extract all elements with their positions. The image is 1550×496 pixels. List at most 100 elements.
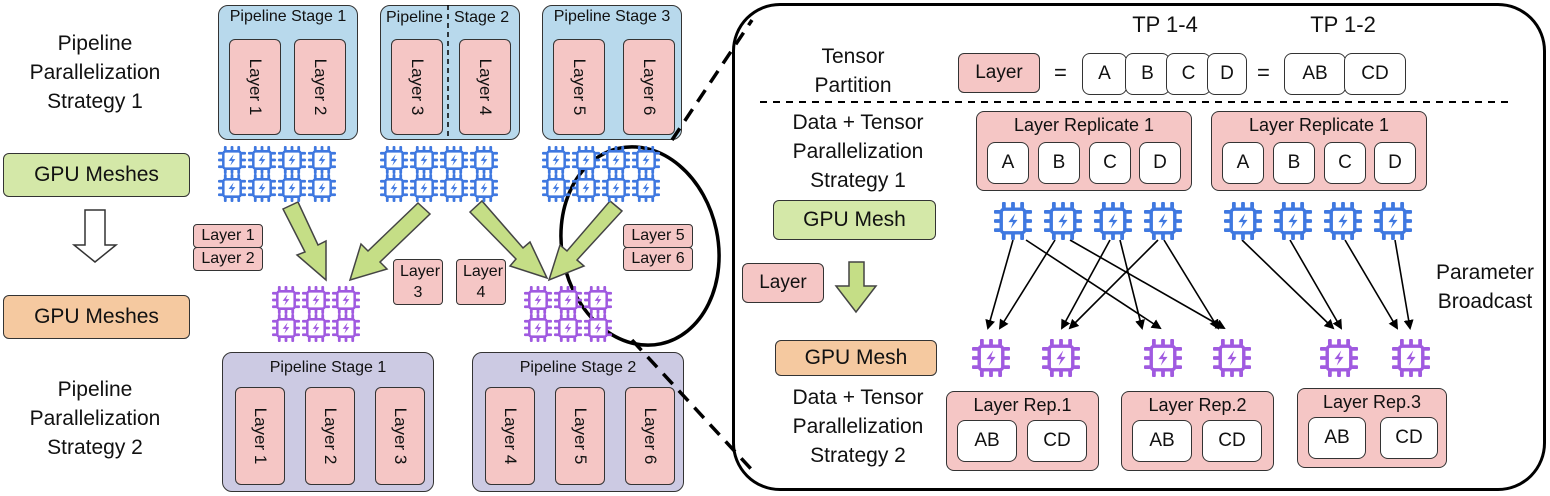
gpu-chip-icon bbox=[278, 146, 306, 174]
gpu-chip-icon bbox=[1094, 202, 1132, 240]
s2-layer-3: Layer 3 bbox=[375, 387, 425, 485]
rep21-ab: AB bbox=[957, 420, 1017, 462]
gpu-chip-icon bbox=[632, 174, 660, 202]
zoom-panel bbox=[732, 3, 1546, 491]
gpu-chip-icon bbox=[410, 174, 438, 202]
s1-stage-2-title-a: Pipeline bbox=[386, 9, 443, 26]
gpu-meshes-green-box: GPU Meshes bbox=[3, 153, 190, 197]
replicate-1b-title: Layer Replicate 1 bbox=[1248, 115, 1390, 135]
transfer-layer-6: Layer 6 bbox=[623, 247, 693, 271]
transfer-layer-3-text: Layer 3 bbox=[400, 263, 441, 301]
gpu-chip-icon bbox=[440, 174, 468, 202]
gpu-chip-icon bbox=[972, 339, 1010, 377]
replicate-2-2-title: Layer Rep.2 bbox=[1148, 395, 1247, 415]
gpu-chip-icon bbox=[248, 174, 276, 202]
s2-layer-6: Layer 6 bbox=[625, 387, 675, 485]
rep1b-d: D bbox=[1374, 142, 1416, 184]
bcast-12 bbox=[1394, 239, 1414, 330]
rep23-cd: CD bbox=[1380, 417, 1438, 459]
gpu-chip-icon bbox=[542, 174, 570, 202]
rep22-ab: AB bbox=[1132, 420, 1192, 462]
bcast-1 bbox=[985, 239, 1014, 330]
partition-b: B bbox=[1125, 53, 1170, 95]
bcast-6 bbox=[1119, 239, 1145, 330]
hollow-down-arrow bbox=[71, 209, 119, 263]
partition-d: D bbox=[1207, 53, 1247, 95]
gpu-chip-icon bbox=[994, 202, 1032, 240]
gpu-mesh-green-box: GPU Mesh bbox=[773, 200, 936, 240]
tensor-partition-label: Tensor Partition bbox=[814, 45, 892, 97]
gpu-chip-icon bbox=[524, 286, 552, 314]
gpu-chip-icon bbox=[380, 174, 408, 202]
bcast-10 bbox=[1289, 239, 1343, 330]
s1-layer-5: Layer 5 bbox=[553, 39, 605, 135]
green-arrow-1 bbox=[281, 201, 327, 282]
small-layer-box: Layer bbox=[742, 263, 824, 303]
s2-layer-2: Layer 2 bbox=[305, 387, 355, 485]
gpu-chip-icon bbox=[1224, 202, 1262, 240]
gpu-chip-icon bbox=[554, 314, 582, 342]
gpu-chip-icon bbox=[1374, 202, 1412, 240]
s1-stage-2: Pipeline Stage 2 Layer 3 Layer 4 bbox=[380, 5, 520, 140]
gpu-chip-icon bbox=[308, 174, 336, 202]
gpu-chip-icon bbox=[302, 314, 330, 342]
replicate-1a: Layer Replicate 1 A B C D bbox=[976, 111, 1192, 191]
green-arrow-4 bbox=[547, 199, 624, 282]
strategy2-title: Pipeline Parallelization Strategy 2 bbox=[29, 378, 161, 459]
gpu-chip-icon bbox=[584, 314, 612, 342]
gpu-chip-icon bbox=[1324, 202, 1362, 240]
partition-c: C bbox=[1166, 53, 1211, 95]
gpu-mesh-orange-box: GPU Mesh bbox=[775, 340, 937, 376]
s1-layer-2: Layer 2 bbox=[294, 39, 346, 135]
gpu-chip-icon bbox=[602, 174, 630, 202]
s1-layer-4: Layer 4 bbox=[459, 39, 511, 135]
s2-layer-1: Layer 1 bbox=[235, 387, 285, 485]
gpu-chip-icon bbox=[1274, 202, 1312, 240]
s2-layer-4: Layer 4 bbox=[485, 387, 535, 485]
s1-layer-6: Layer 6 bbox=[623, 39, 675, 135]
gpu-chip-icon bbox=[1144, 339, 1182, 377]
gpu-chip-icon bbox=[302, 286, 330, 314]
s1-stage-3: Pipeline Stage 3 Layer 5 Layer 6 bbox=[542, 5, 682, 140]
gpu-chip-icon bbox=[602, 146, 630, 174]
replicate-2-2: Layer Rep.2 AB CD bbox=[1121, 391, 1274, 471]
gpu-chip-icon bbox=[272, 286, 300, 314]
gpu-chip-icon bbox=[1320, 339, 1358, 377]
transfer-layer-5: Layer 5 bbox=[623, 224, 693, 248]
gpu-chip-icon bbox=[572, 146, 600, 174]
gpu-chip-icon bbox=[584, 286, 612, 314]
tp14-label: TP 1-4 bbox=[1132, 12, 1198, 37]
gpu-chip-icon bbox=[218, 146, 246, 174]
gpu-chip-icon bbox=[1144, 202, 1182, 240]
gpu-chip-icon bbox=[380, 146, 408, 174]
replicate-2-3: Layer Rep.3 AB CD bbox=[1297, 388, 1447, 468]
s1-stage-1-title: Pipeline Stage 1 bbox=[229, 8, 347, 25]
s2-layer-5: Layer 5 bbox=[555, 387, 605, 485]
gpu-chip-icon bbox=[410, 146, 438, 174]
gpu-chip-icon bbox=[440, 146, 468, 174]
partition-cd: CD bbox=[1344, 53, 1406, 95]
gpu-chip-icon bbox=[272, 314, 300, 342]
gpu-meshes-orange-box: GPU Meshes bbox=[3, 295, 190, 339]
gpu-chip-icon bbox=[1392, 339, 1430, 377]
rep1b-c: C bbox=[1324, 142, 1366, 184]
replicate-2-1: Layer Rep.1 AB CD bbox=[946, 391, 1099, 471]
s2-stage-2-title: Pipeline Stage 2 bbox=[519, 359, 637, 376]
s1-stage-2-title-b: Stage 2 bbox=[454, 9, 510, 26]
zoom-line-top bbox=[670, 19, 754, 141]
bcast-11 bbox=[1344, 239, 1399, 330]
gpu-chip-icon bbox=[1042, 339, 1080, 377]
tp12-label: TP 1-2 bbox=[1310, 12, 1376, 37]
bcast-3 bbox=[998, 239, 1056, 330]
s1-stage-3-title: Pipeline Stage 3 bbox=[553, 8, 671, 25]
gpu-chip-icon bbox=[470, 174, 498, 202]
partition-a: A bbox=[1082, 53, 1127, 95]
green-arrow-2 bbox=[348, 201, 432, 282]
bcast-4 bbox=[1069, 239, 1226, 329]
gpu-chip-icon bbox=[632, 146, 660, 174]
bcast-5 bbox=[1061, 239, 1111, 330]
rep23-ab: AB bbox=[1308, 417, 1366, 459]
gpu-chip-icon bbox=[1044, 202, 1082, 240]
s1-layer-1: Layer 1 bbox=[229, 39, 281, 135]
